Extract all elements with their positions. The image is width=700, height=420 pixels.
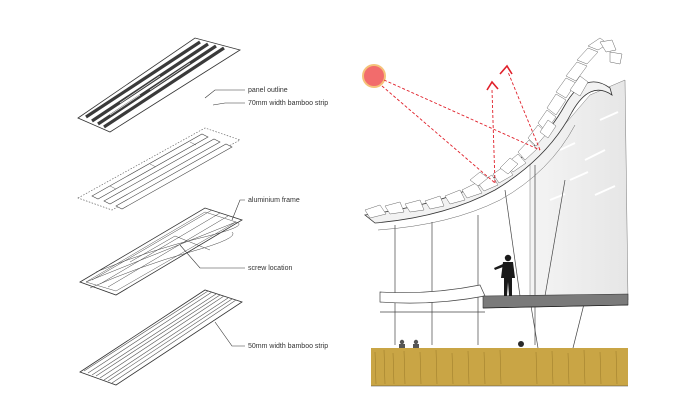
sun-rays	[381, 71, 541, 184]
label-aluminium-frame: aluminium frame	[248, 197, 300, 204]
grass-texture	[374, 349, 618, 385]
layer-panel-outline	[77, 37, 241, 133]
layer-50mm-strips	[79, 289, 243, 386]
label-screw-location: screw location	[248, 265, 292, 272]
person-on-balcony	[494, 254, 515, 296]
leader-lines	[179, 89, 245, 347]
roof-shingles	[364, 37, 623, 219]
exploded-panel-layers: panel outline 70mm width bamboo strip al…	[77, 37, 328, 386]
leader-screw	[179, 244, 245, 269]
glass-facade	[529, 79, 629, 301]
grass-field	[371, 348, 628, 386]
leader-70mm	[212, 102, 245, 106]
label-50mm-strip: 50mm width bamboo strip	[248, 343, 328, 350]
layer-70mm-strips	[77, 127, 241, 211]
reflection-arrows	[486, 64, 513, 91]
label-70mm-strip: 70mm width bamboo strip	[248, 100, 328, 107]
building-section	[362, 37, 629, 387]
structure	[379, 165, 586, 361]
balcony-slab	[482, 293, 629, 309]
leader-panel-outline	[204, 89, 245, 99]
label-panel-outline: panel outline	[248, 87, 288, 94]
sun-icon	[362, 64, 386, 88]
leader-50mm	[214, 321, 245, 347]
layer-aluminium-frame	[79, 207, 243, 296]
leader-aluminium	[231, 199, 245, 221]
people-seated	[399, 339, 419, 350]
